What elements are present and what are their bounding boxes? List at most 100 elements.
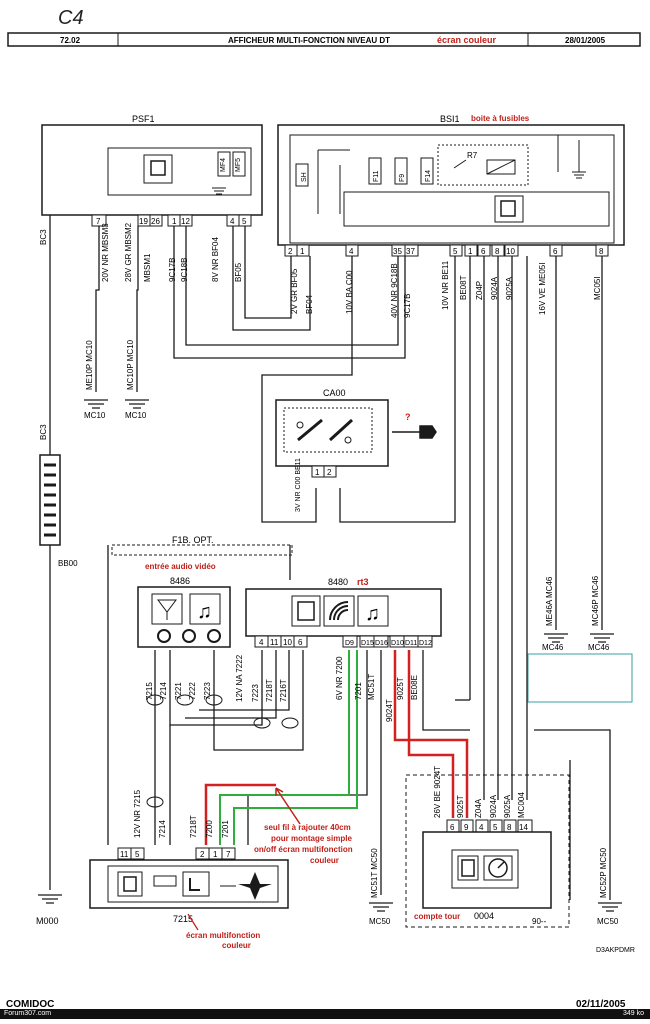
sheet-title-note: écran couleur <box>437 35 497 45</box>
svg-text:10V BA C00: 10V BA C00 <box>345 270 354 314</box>
music-icon: ♫ <box>365 603 380 625</box>
svg-text:pour montage simple: pour montage simple <box>271 834 352 843</box>
svg-text:12V NR 7215: 12V NR 7215 <box>133 789 142 838</box>
svg-text:20V NR MBSM3: 20V NR MBSM3 <box>101 223 110 282</box>
antenna-icon <box>157 599 177 620</box>
svg-text:7200: 7200 <box>205 820 214 838</box>
bsi-wire-labels: 2V GR BF05 BF04 10V BA C00 40V NR 9C18B … <box>290 260 602 318</box>
signal-icon <box>329 601 349 621</box>
svg-text:2: 2 <box>288 247 293 256</box>
svg-text:28V GR MBSM2: 28V GR MBSM2 <box>124 222 133 282</box>
svg-text:1: 1 <box>468 247 473 256</box>
sheet-code: 72.02 <box>60 36 81 45</box>
svg-text:MC50: MC50 <box>369 917 391 926</box>
cluster-ref: 90-- <box>532 917 547 926</box>
bsi-box <box>277 124 625 246</box>
svg-text:MC05I: MC05I <box>593 276 602 300</box>
svg-text:7222: 7222 <box>188 682 197 700</box>
svg-text:37: 37 <box>406 247 415 256</box>
radio-label: 8480 <box>328 577 348 587</box>
display-note: couleur <box>222 941 251 950</box>
radio-connector: 4 11 10 6 D9 D15 D16 D10 D11 D12 <box>254 635 433 648</box>
svg-text:D15: D15 <box>361 640 374 647</box>
svg-text:Z04P: Z04P <box>475 281 484 300</box>
audio-box <box>137 586 231 648</box>
svg-text:D11: D11 <box>405 640 417 647</box>
svg-text:6: 6 <box>450 823 455 832</box>
cluster-label: 0004 <box>474 911 494 921</box>
svg-text:9025A: 9025A <box>503 794 512 818</box>
svg-text:2V GR BF05: 2V GR BF05 <box>290 268 299 314</box>
cluster-note: compte tour <box>414 912 460 921</box>
svg-text:4: 4 <box>479 823 484 832</box>
svg-text:9025T: 9025T <box>396 677 405 700</box>
svg-text:ME10P MC10: ME10P MC10 <box>85 340 94 390</box>
svg-text:MC004: MC004 <box>517 792 526 818</box>
display-connector: 11 5 2 1 7 <box>117 847 236 860</box>
svg-text:8: 8 <box>599 247 604 256</box>
svg-text:7201: 7201 <box>221 820 230 838</box>
svg-text:11: 11 <box>270 638 279 647</box>
psf1-pin: 7 <box>96 217 101 226</box>
fuse-label: F9 <box>399 174 406 182</box>
cluster-frame <box>405 774 570 928</box>
fuse-label: F14 <box>425 170 432 182</box>
svg-text:9025A: 9025A <box>505 276 514 300</box>
cluster-wire-labels: 26V BE 9024T 9025T Z04A 9024A 9025A MC00… <box>433 766 526 818</box>
svg-text:1: 1 <box>213 850 218 859</box>
svg-text:1: 1 <box>300 247 305 256</box>
bsi-connector: 2 1 4 35 37 5 1 6 8 10 6 8 <box>284 244 609 257</box>
fuse-label: F11 <box>373 170 380 182</box>
svg-text:BF05: BF05 <box>234 262 243 282</box>
svg-text:5: 5 <box>493 823 498 832</box>
audio-label: 8486 <box>170 576 190 586</box>
svg-text:6V NR 7200: 6V NR 7200 <box>335 656 344 700</box>
key-question: ? <box>405 412 411 422</box>
svg-text:10: 10 <box>283 638 292 647</box>
cav-label: CA00 <box>323 388 346 398</box>
ground-labels: ME10P MC10 MC10 MC10P MC10 MC10 ME46A MC… <box>36 339 619 926</box>
svg-text:8V NR BF04: 8V NR BF04 <box>211 237 220 282</box>
svg-text:D9: D9 <box>345 640 354 647</box>
title-frame <box>7 32 641 47</box>
svg-text:MC10: MC10 <box>84 411 106 420</box>
svg-text:6: 6 <box>553 247 558 256</box>
svg-text:2: 2 <box>200 850 205 859</box>
svg-text:BC3: BC3 <box>39 229 48 245</box>
relay-label: R7 <box>467 151 478 160</box>
svg-text:MC51T: MC51T <box>367 674 376 700</box>
music-icon: ♫ <box>197 601 212 623</box>
svg-text:7216T: 7216T <box>279 679 288 702</box>
svg-text:BE08E: BE08E <box>410 675 419 700</box>
svg-text:11: 11 <box>120 850 129 859</box>
footer-site[interactable]: Forum307.com <box>4 1010 52 1017</box>
svg-text:6: 6 <box>298 638 303 647</box>
svg-text:16V VE ME05I: 16V VE ME05I <box>538 263 547 315</box>
svg-text:Z04A: Z04A <box>474 798 483 818</box>
svg-text:MC10P MC10: MC10P MC10 <box>126 339 135 390</box>
radio-note: rt3 <box>357 577 369 587</box>
svg-text:MC50: MC50 <box>597 917 619 926</box>
svg-text:couleur: couleur <box>310 856 339 865</box>
footer-size: 349 ko <box>622 1010 644 1017</box>
svg-text:7215: 7215 <box>145 682 154 700</box>
display-box <box>89 859 289 909</box>
svg-text:6: 6 <box>481 247 486 256</box>
svg-text:9025T: 9025T <box>456 795 465 818</box>
cav-pin: 1 <box>315 468 320 477</box>
svg-text:MC51T MC50: MC51T MC50 <box>370 848 379 898</box>
svg-text:7201: 7201 <box>354 682 363 700</box>
svg-text:8: 8 <box>507 823 512 832</box>
teal-frame <box>527 653 633 703</box>
psf1-pin: 12 <box>181 217 190 226</box>
bsi-label: BSI1 <box>440 114 460 124</box>
wires <box>49 215 611 900</box>
svg-text:MBSM1: MBSM1 <box>143 253 152 282</box>
svg-text:MC10: MC10 <box>125 411 147 420</box>
footer-bar <box>0 1009 650 1019</box>
psf1-pin: 19 <box>139 217 148 226</box>
display-wire-labels: 12V NR 7215 7214 7218T 7200 7201 <box>133 789 230 838</box>
svg-text:D12: D12 <box>419 640 432 647</box>
svg-text:7221: 7221 <box>174 682 183 700</box>
psf1-pin: 4 <box>230 217 235 226</box>
